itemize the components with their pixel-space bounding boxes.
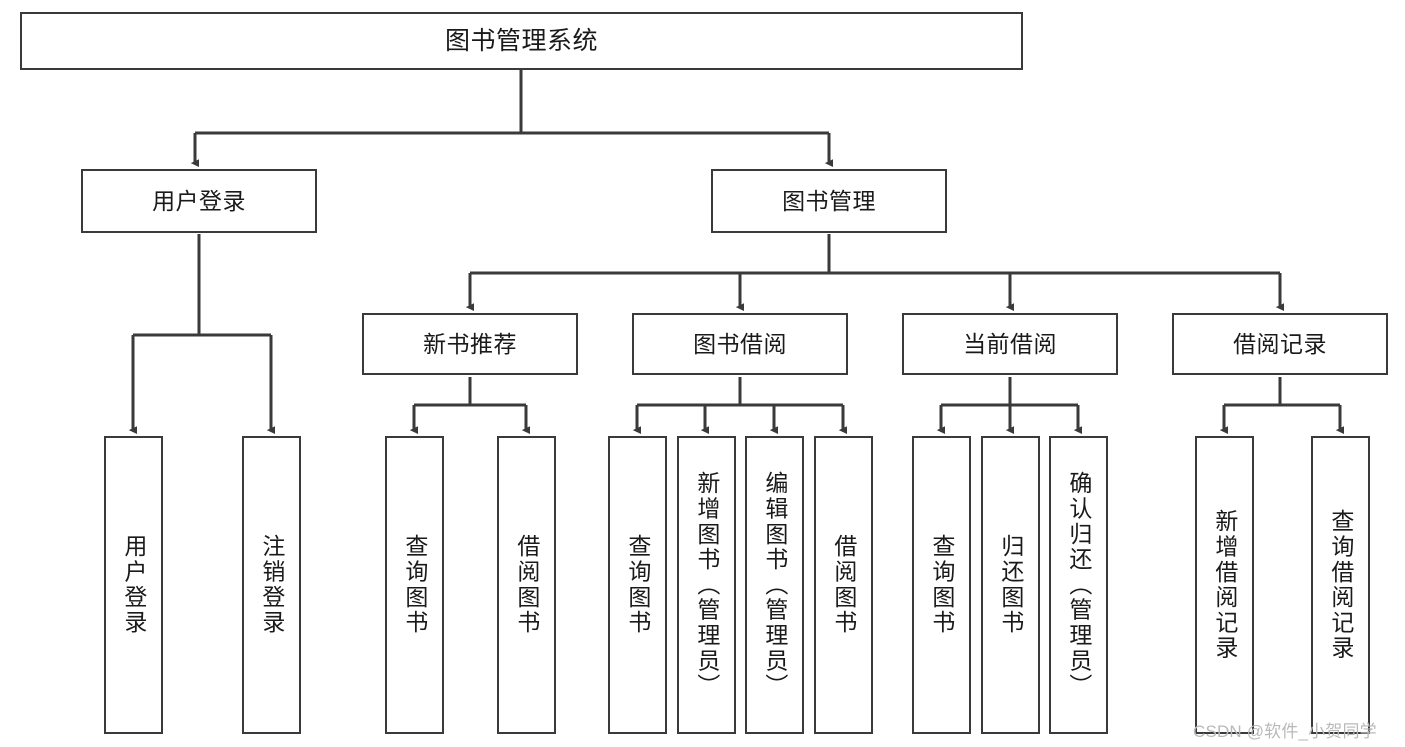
node-label: 查询借阅记录 bbox=[1327, 509, 1354, 661]
node-leaf-query-book-borrow[interactable]: 查询图书 bbox=[608, 436, 667, 734]
node-label: 借阅记录 bbox=[1233, 330, 1327, 357]
node-label: 确认归还（管理员） bbox=[1065, 471, 1092, 699]
node-label: 图书管理 bbox=[782, 187, 876, 214]
node-leaf-query-book-current[interactable]: 查询图书 bbox=[912, 436, 971, 734]
node-leaf-user-login[interactable]: 用户登录 bbox=[104, 436, 163, 734]
node-leaf-confirm-return-admin[interactable]: 确认归还（管理员） bbox=[1049, 436, 1108, 734]
node-label: 用户登录 bbox=[152, 187, 246, 214]
watermark-credit: CSDN @软件_小贺同学 bbox=[1193, 722, 1377, 741]
node-label: 归还图书 bbox=[997, 534, 1024, 636]
node-leaf-add-book-admin[interactable]: 新增图书（管理员） bbox=[677, 436, 736, 734]
node-label: 新增图书（管理员） bbox=[693, 471, 720, 699]
node-label: 新书推荐 bbox=[423, 330, 517, 357]
node-label: 当前借阅 bbox=[963, 330, 1057, 357]
node-label: 借阅图书 bbox=[513, 534, 540, 636]
node-leaf-query-borrow-record[interactable]: 查询借阅记录 bbox=[1311, 436, 1370, 734]
node-root-system[interactable]: 图书管理系统 bbox=[20, 12, 1023, 70]
node-label: 编辑图书（管理员） bbox=[761, 471, 788, 699]
node-label: 查询图书 bbox=[401, 534, 428, 636]
node-label: 图书管理系统 bbox=[444, 26, 598, 55]
node-label: 借阅图书 bbox=[830, 534, 857, 636]
node-label: 查询图书 bbox=[928, 534, 955, 636]
node-book-borrow[interactable]: 图书借阅 bbox=[632, 313, 848, 375]
node-borrow-record[interactable]: 借阅记录 bbox=[1172, 313, 1388, 375]
node-user-login[interactable]: 用户登录 bbox=[81, 169, 317, 233]
node-label: 新增借阅记录 bbox=[1211, 509, 1238, 661]
node-current-borrow[interactable]: 当前借阅 bbox=[902, 313, 1118, 375]
node-leaf-query-book-recommend[interactable]: 查询图书 bbox=[385, 436, 444, 734]
node-leaf-borrow-book[interactable]: 借阅图书 bbox=[814, 436, 873, 734]
node-book-management[interactable]: 图书管理 bbox=[711, 169, 947, 233]
node-leaf-borrow-book-recommend[interactable]: 借阅图书 bbox=[497, 436, 556, 734]
node-leaf-logout[interactable]: 注销登录 bbox=[242, 436, 301, 734]
node-label: 注销登录 bbox=[258, 534, 285, 636]
node-label: 图书借阅 bbox=[693, 330, 787, 357]
node-label: 查询图书 bbox=[624, 534, 651, 636]
node-leaf-return-book[interactable]: 归还图书 bbox=[981, 436, 1040, 734]
node-label: 用户登录 bbox=[120, 534, 147, 636]
node-leaf-edit-book-admin[interactable]: 编辑图书（管理员） bbox=[745, 436, 804, 734]
node-new-book-recommend[interactable]: 新书推荐 bbox=[362, 313, 578, 375]
node-leaf-add-borrow-record[interactable]: 新增借阅记录 bbox=[1195, 436, 1254, 734]
